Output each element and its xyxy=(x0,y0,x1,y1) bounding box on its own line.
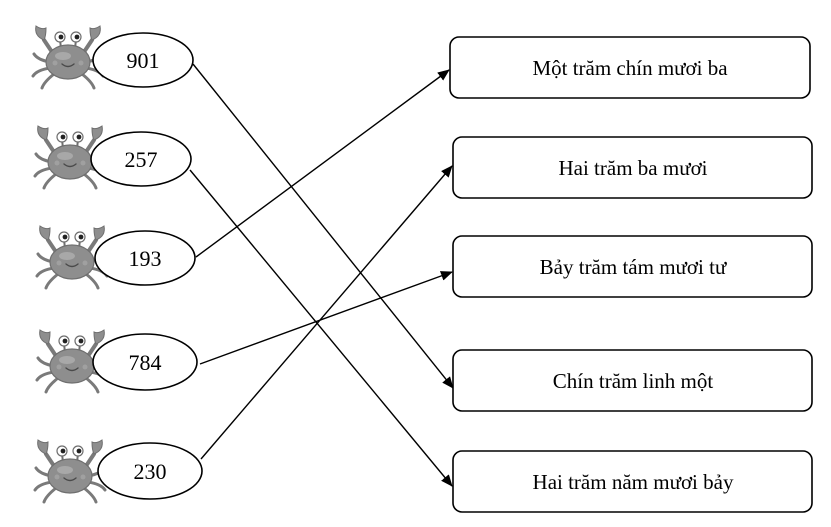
phrase-label: Một trăm chín mươi ba xyxy=(532,56,728,80)
number-node-2[interactable]: 193 xyxy=(94,230,196,286)
connector-arrow-4 xyxy=(200,165,453,460)
phrase-box-4[interactable]: Hai trăm năm mươi bảy xyxy=(452,450,813,513)
number-label: 784 xyxy=(129,350,162,375)
phrase-label: Hai trăm ba mươi xyxy=(558,156,707,180)
number-node-3[interactable]: 784 xyxy=(92,333,198,391)
phrase-box-0[interactable]: Một trăm chín mươi ba xyxy=(449,36,811,99)
connector-arrow-3 xyxy=(199,271,453,365)
connector-arrow-2 xyxy=(195,69,450,258)
phrase-box-1[interactable]: Hai trăm ba mươi xyxy=(452,136,813,199)
connector-arrow-1 xyxy=(189,169,453,487)
connector-lines xyxy=(189,63,454,487)
number-node-4[interactable]: 230 xyxy=(97,442,203,500)
number-label: 257 xyxy=(125,147,158,172)
number-label: 230 xyxy=(134,459,167,484)
crab-icon xyxy=(33,438,107,504)
connector-arrow-0 xyxy=(192,63,454,389)
number-label: 901 xyxy=(127,48,160,73)
phrase-box-3[interactable]: Chín trăm linh một xyxy=(452,349,813,412)
number-node-0[interactable]: 901 xyxy=(92,32,194,88)
phrase-label: Bảy trăm tám mươi tư xyxy=(540,255,727,279)
number-node-1[interactable]: 257 xyxy=(90,131,192,187)
number-label: 193 xyxy=(129,246,162,271)
phrase-box-2[interactable]: Bảy trăm tám mươi tư xyxy=(452,235,813,298)
phrase-label: Hai trăm năm mươi bảy xyxy=(533,470,734,494)
phrase-label: Chín trăm linh một xyxy=(553,369,714,393)
